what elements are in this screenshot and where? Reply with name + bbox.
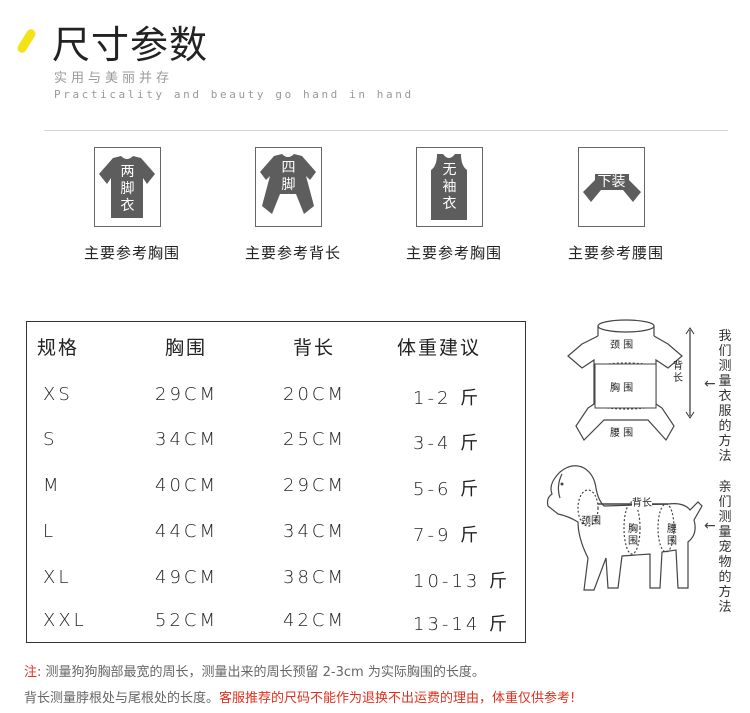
size-table: 规格 胸围 背长 体重建议 XS 29CM 20CM 1-2 斤 S 34CM … [26, 321, 526, 643]
garment-label-pants: 主要参考腰围 [568, 244, 665, 262]
subtitle-english: Practicality and beauty go hand in hand [54, 88, 414, 101]
garment-card-four-leg: 四脚衣 [255, 147, 322, 227]
note-line-1: 注: 测量狗狗胸部最宽的周长，测量出来的周长预留 2-3cm 为实际胸围的长度。 [24, 661, 485, 680]
clothing-waist-label: 腰 围 [610, 428, 634, 439]
pants-icon [583, 174, 641, 202]
header-size: 规格 [37, 337, 80, 359]
note-warning-text: 客服推荐的尺码不能作为退换不出运费的理由，体重仅供参考! [219, 691, 576, 706]
garment-label-two-leg: 主要参考胸围 [84, 244, 181, 262]
clothing-chest-label: 胸 围 [610, 383, 634, 394]
garment-card-pants: 下装 [578, 147, 645, 227]
clothing-method-text: 我们测量衣服的方法 [718, 329, 732, 464]
clothing-back-label: 背长 [673, 361, 683, 384]
dog-neck-label: 颈围 [581, 516, 601, 527]
arrow-left-icon: ← [704, 518, 716, 534]
garment-text: 四脚衣 [281, 160, 296, 210]
pet-method-text: 亲们测量宠物的方法 [718, 480, 732, 615]
garment-card-sleeveless: 无袖衣 [416, 147, 483, 227]
note-line-2: 背长测量脖根处与尾根处的长度。客服推荐的尺码不能作为退换不出运费的理由，体重仅供… [24, 687, 575, 706]
header-chest: 胸围 [165, 337, 208, 359]
garment-label-four-leg: 主要参考背长 [245, 244, 342, 262]
header-divider [44, 130, 728, 131]
jumpsuit-outline-icon [567, 319, 695, 442]
note-prefix: 注: [24, 665, 42, 680]
garment-card-two-leg: 两脚衣 [94, 147, 161, 227]
note-back-text: 背长测量脖根处与尾根处的长度。 [24, 691, 220, 706]
clothing-measure-diagram: 颈 围 胸 围 腰 围 背长 [560, 308, 710, 458]
sleeveless-vest-icon [431, 154, 467, 220]
dog-measure-diagram: 背长 颈围 胸围 腰围 [538, 458, 708, 608]
header-back: 背长 [293, 337, 336, 359]
dog-back-label: 背长 [632, 494, 652, 509]
note-chest-text: 测量狗狗胸部最宽的周长，测量出来的周长预留 2-3cm 为实际胸围的长度。 [45, 665, 485, 680]
garment-text: 无袖衣 [442, 162, 457, 212]
dog-outline-icon [546, 465, 703, 591]
dog-chest-label: 胸围 [628, 524, 638, 547]
garment-text: 下装 [597, 174, 626, 190]
two-leg-shirt-icon [99, 156, 155, 218]
clothing-neck-label: 颈 围 [610, 340, 634, 351]
dog-waist-label: 腰围 [667, 524, 677, 547]
subtitle-chinese: 实用与美丽并存 [54, 71, 174, 86]
header-weight: 体重建议 [397, 337, 482, 359]
garment-label-sleeveless: 主要参考胸围 [406, 244, 503, 262]
arrow-left-icon: ← [704, 376, 716, 392]
title-accent-mark [15, 27, 38, 55]
garment-text: 两脚衣 [120, 164, 135, 214]
four-leg-suit-icon [260, 154, 316, 214]
page-title: 尺寸参数 [52, 23, 209, 67]
